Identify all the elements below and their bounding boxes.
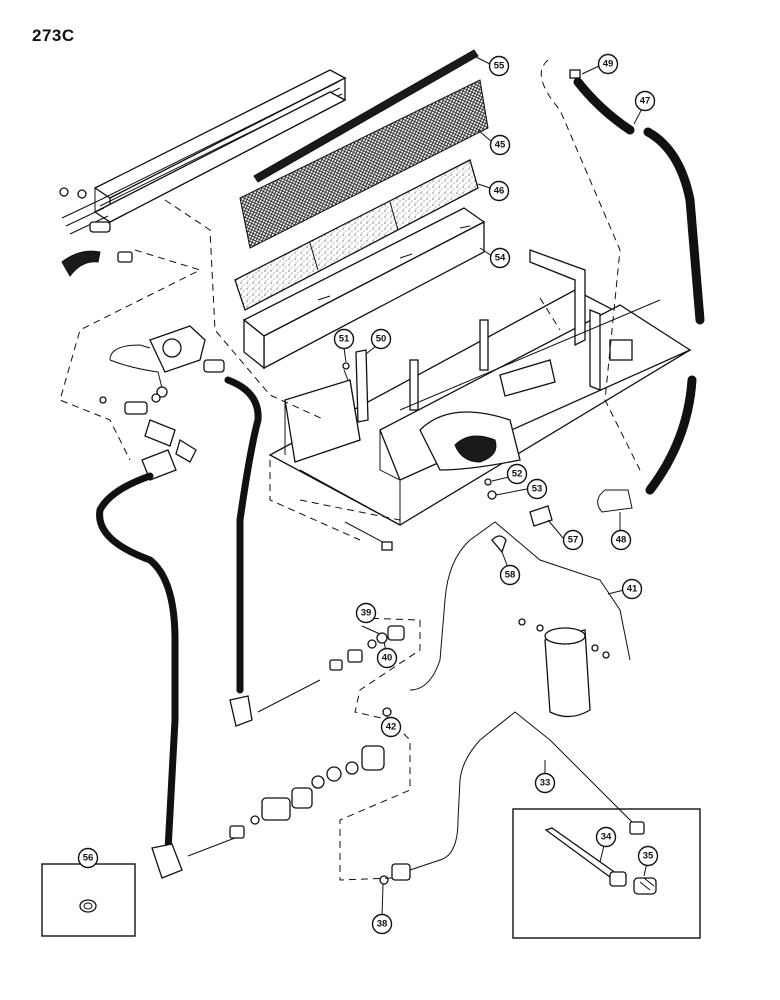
expansion-valve [99, 325, 225, 481]
refrigerant-line [409, 711, 641, 871]
nut [487, 490, 497, 500]
line-fitting [629, 821, 645, 835]
callout-57: 57 [562, 529, 584, 551]
drain-hose [569, 69, 705, 513]
callout-34: 34 [595, 826, 617, 848]
callout-46: 46 [488, 180, 510, 202]
callout-35: 35 [637, 845, 659, 867]
liquid-line [409, 521, 631, 691]
grommet [79, 899, 97, 913]
svg-text:58: 58 [505, 570, 516, 581]
callout-40: 40 [376, 647, 398, 669]
svg-text:47: 47 [640, 96, 651, 107]
svg-text:33: 33 [540, 778, 551, 789]
foam-pads [234, 159, 479, 311]
svg-text:49: 49 [603, 59, 614, 70]
hose-elbow-lower [151, 843, 183, 879]
fitting-stack-lower [187, 745, 385, 857]
line-nut [391, 863, 411, 881]
svg-text:51: 51 [339, 334, 350, 345]
fitting-stack-upper [257, 625, 405, 717]
inset-box-right [512, 808, 701, 939]
pressure-switch [529, 505, 553, 527]
o-ring [379, 875, 389, 885]
receiver-drier [518, 618, 610, 718]
callout-51: 51 [333, 328, 355, 350]
hose-clip [491, 535, 507, 554]
filter-screen [239, 79, 489, 249]
callout-54: 54 [489, 247, 511, 269]
svg-text:42: 42 [386, 722, 397, 733]
svg-text:46: 46 [494, 186, 505, 197]
mounting-bracket [342, 349, 369, 423]
callout-56: 56 [77, 847, 99, 869]
svg-text:50: 50 [376, 334, 387, 345]
svg-text:41: 41 [627, 584, 638, 595]
hose-elbow-upper [229, 695, 253, 727]
bolt-head [381, 541, 393, 551]
svg-text:54: 54 [495, 253, 506, 264]
hose-clamp [61, 250, 101, 277]
callout-49: 49 [597, 53, 619, 75]
evaporator-core [59, 69, 347, 263]
svg-text:56: 56 [83, 853, 94, 864]
svg-text:39: 39 [361, 608, 372, 619]
seal-strip [253, 49, 479, 183]
washer [484, 478, 492, 486]
callout-52: 52 [506, 463, 528, 485]
svg-text:55: 55 [494, 61, 505, 72]
svg-text:52: 52 [512, 469, 523, 480]
svg-text:45: 45 [495, 140, 506, 151]
callout-39: 39 [355, 602, 377, 624]
callout-50: 50 [370, 328, 392, 350]
svg-text:34: 34 [601, 832, 612, 843]
callout-41: 41 [621, 578, 643, 600]
page-code: 273C [32, 26, 75, 45]
svg-text:35: 35 [643, 851, 654, 862]
svg-text:57: 57 [568, 535, 579, 546]
callout-33: 33 [534, 772, 556, 794]
callout-42: 42 [380, 716, 402, 738]
mounting-frame [268, 249, 692, 526]
duct-housing [242, 207, 486, 370]
svg-text:53: 53 [532, 484, 543, 495]
callout-45: 45 [489, 134, 511, 156]
svg-text:48: 48 [616, 535, 627, 546]
callout-55: 55 [488, 55, 510, 77]
callout-58: 58 [499, 564, 521, 586]
callout-53: 53 [526, 478, 548, 500]
inset-line-and-fitting [544, 827, 657, 895]
svg-text:38: 38 [377, 919, 388, 930]
callout-47: 47 [634, 90, 656, 112]
callout-48: 48 [610, 529, 632, 551]
callout-38: 38 [371, 913, 393, 935]
suction-hose [96, 472, 179, 854]
discharge-hose [224, 376, 262, 694]
svg-text:40: 40 [382, 653, 393, 664]
